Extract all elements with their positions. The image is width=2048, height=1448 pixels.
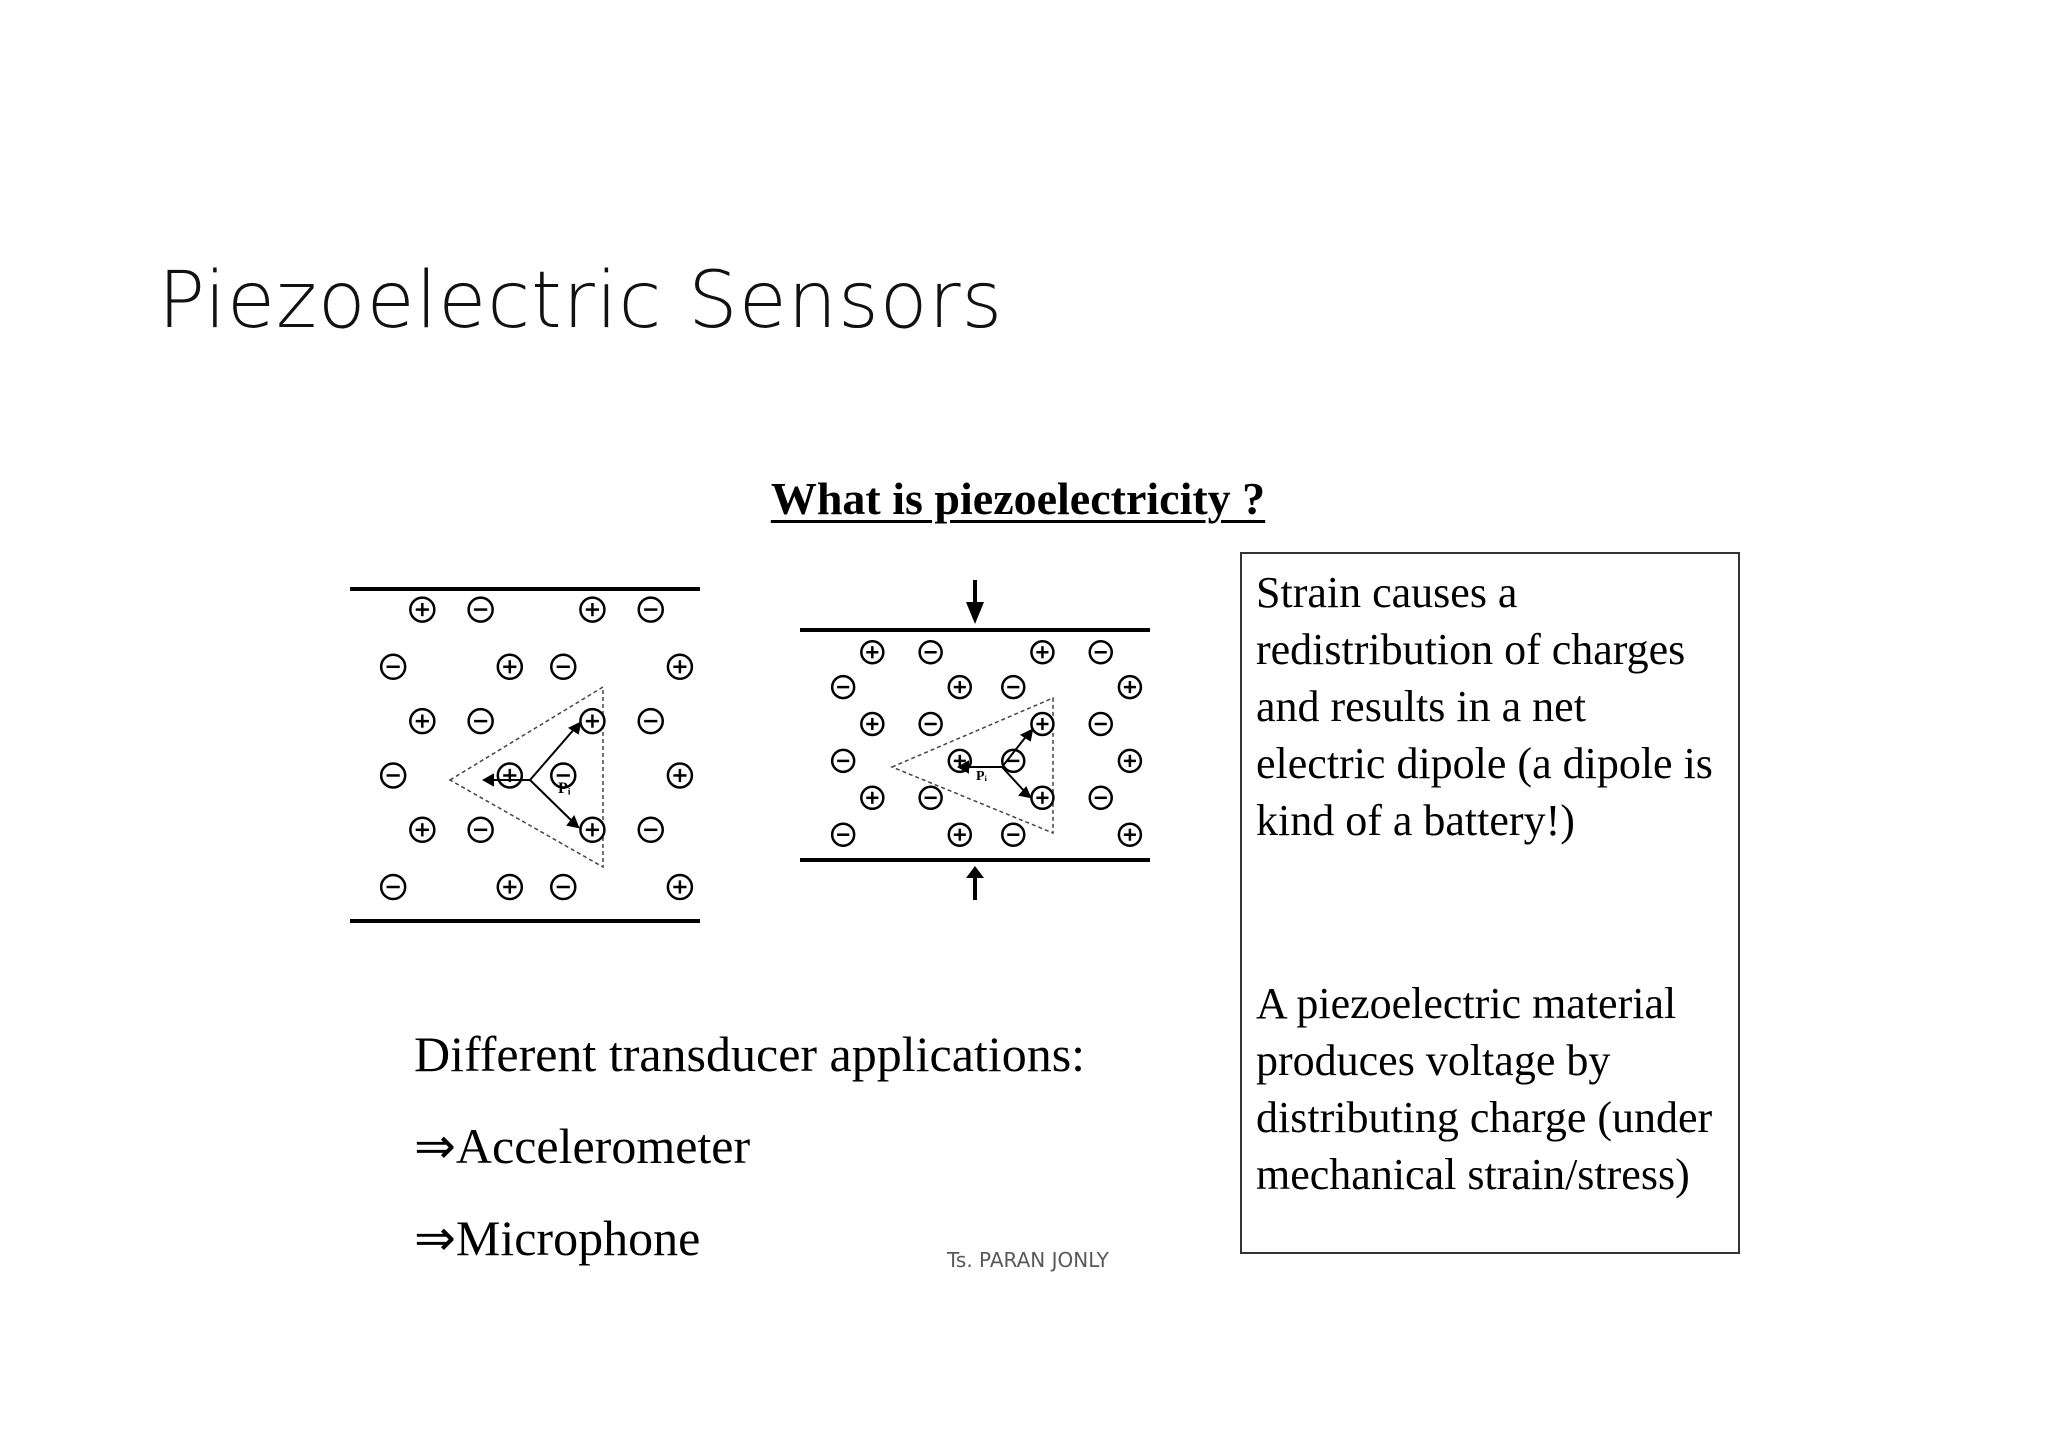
- dipole-label: Pᵢ: [558, 780, 571, 797]
- positive-charge-icon: [496, 762, 524, 789]
- negative-charge-icon: [918, 785, 943, 811]
- positive-charge-icon: [1030, 711, 1055, 737]
- negative-charge-icon: [379, 653, 407, 681]
- negative-charge-icon: [467, 596, 494, 623]
- dipole-triangle: [448, 685, 604, 869]
- negative-charge-icon: [1001, 748, 1026, 774]
- positive-charge-icon: [579, 707, 606, 735]
- negative-charge-icon: [1088, 640, 1113, 665]
- positive-charge-icon: [666, 873, 694, 901]
- positive-charge-icon: [1117, 674, 1143, 700]
- charges-layer: [379, 596, 694, 901]
- positive-charge-icon: [947, 674, 973, 700]
- subheading-text: What is piezoelectricity ?: [770, 473, 1266, 524]
- negative-charge-icon: [467, 707, 494, 735]
- positive-charge-icon: [1117, 748, 1143, 774]
- negative-charge-icon: [1001, 674, 1026, 700]
- positive-charge-icon: [666, 653, 694, 681]
- negative-charge-icon: [637, 816, 664, 844]
- application-item-microphone: ⇒Microphone: [414, 1210, 701, 1266]
- strained-lattice-diagram: Pᵢ: [800, 580, 1150, 900]
- positive-charge-icon: [947, 748, 973, 774]
- positive-charge-icon: [579, 596, 606, 623]
- dipole-triangle: [890, 696, 1054, 835]
- unstrained-lattice-diagram: Pᵢ: [350, 587, 700, 923]
- compression-arrow-bottom: [966, 866, 984, 900]
- explanation-material: A piezoelectric material produces voltag…: [1256, 979, 1713, 1199]
- positive-charge-icon: [860, 640, 885, 665]
- dipole-arrows: [956, 728, 1034, 799]
- positive-charge-icon: [409, 707, 436, 735]
- positive-charge-icon: [1030, 640, 1055, 665]
- footer-author: Ts. PARAN JONLY: [947, 1248, 1109, 1272]
- dipole-label: Pᵢ: [976, 769, 988, 784]
- positive-charge-icon: [409, 816, 436, 844]
- positive-charge-icon: [860, 711, 885, 737]
- positive-charge-icon: [1030, 785, 1055, 811]
- negative-charge-icon: [637, 707, 664, 735]
- negative-charge-icon: [830, 674, 856, 700]
- charges-layer: [830, 640, 1143, 847]
- positive-charge-icon: [860, 785, 885, 811]
- positive-charge-icon: [409, 596, 436, 623]
- slide-subheading: What is piezoelectricity ?: [0, 472, 2048, 525]
- slide-title: Piezoelectric Sensors: [158, 256, 1004, 346]
- negative-charge-icon: [918, 711, 943, 737]
- positive-charge-icon: [1117, 822, 1143, 847]
- dipole-arrows: [481, 721, 582, 829]
- negative-charge-icon: [1088, 711, 1113, 737]
- positive-charge-icon: [496, 653, 524, 681]
- negative-charge-icon: [550, 873, 577, 901]
- application-item-accelerometer: ⇒Accelerometer: [414, 1118, 751, 1174]
- negative-charge-icon: [830, 822, 856, 847]
- explanation-strain: Strain causes a redistribution of charge…: [1256, 568, 1713, 845]
- negative-charge-icon: [379, 762, 407, 789]
- explanation-box: Strain causes a redistribution of charge…: [1240, 552, 1740, 1254]
- positive-charge-icon: [666, 762, 694, 789]
- negative-charge-icon: [550, 762, 577, 789]
- negative-charge-icon: [918, 640, 943, 665]
- positive-charge-icon: [947, 822, 973, 847]
- positive-charge-icon: [579, 816, 606, 844]
- negative-charge-icon: [1001, 822, 1026, 847]
- applications-heading: Different transducer applications:: [414, 1026, 1086, 1082]
- negative-charge-icon: [830, 748, 856, 774]
- negative-charge-icon: [1088, 785, 1113, 811]
- positive-charge-icon: [496, 873, 524, 901]
- applications-list: Different transducer applications: ⇒Acce…: [414, 1022, 1085, 1298]
- negative-charge-icon: [550, 653, 577, 681]
- negative-charge-icon: [467, 816, 494, 844]
- negative-charge-icon: [637, 596, 664, 623]
- negative-charge-icon: [379, 873, 407, 901]
- compression-arrow-top: [966, 580, 984, 624]
